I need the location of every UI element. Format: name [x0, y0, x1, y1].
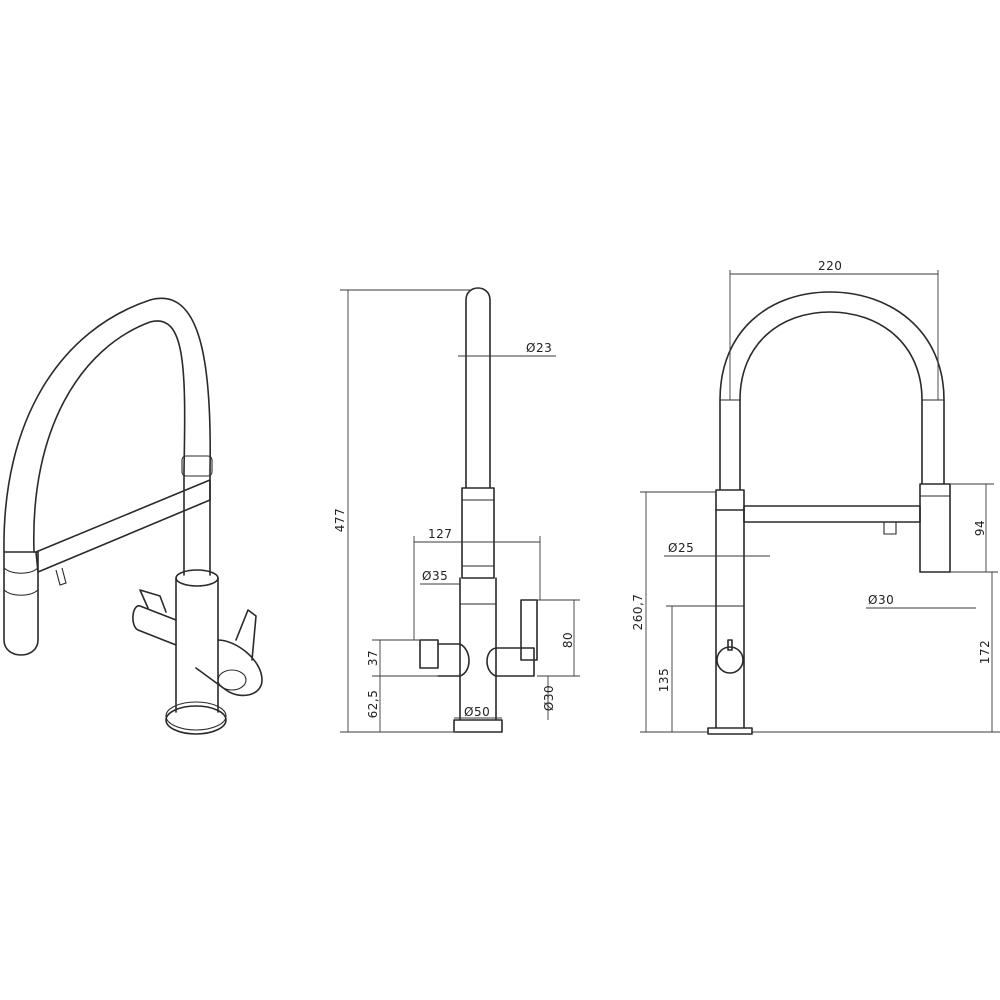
dim-spout-diameter: Ø23: [526, 341, 552, 355]
iso-lever-left: [132, 605, 177, 646]
front-handle-left: [419, 639, 439, 669]
front-handle-right: [520, 599, 538, 661]
side-base: [707, 727, 753, 735]
front-view: 477 Ø23 127 Ø35 80 Ø30 37 62,5 Ø50: [333, 287, 580, 733]
dim-handle-offset: 37: [366, 650, 380, 666]
front-base: [453, 719, 503, 733]
side-spray-head: [919, 483, 951, 573]
dim-side-height: 260,7: [631, 594, 645, 631]
dim-reach-width: 220: [818, 259, 842, 273]
side-collar: [715, 489, 745, 511]
iso-hose-outer: [3, 297, 212, 553]
iso-lever-right: [195, 639, 263, 697]
iso-spray-head: [3, 551, 39, 656]
side-hose-inner: [739, 311, 923, 401]
dim-handle-diameter: Ø35: [422, 569, 448, 583]
iso-hose-collar: [181, 455, 213, 477]
dim-spout-clearance: 172: [978, 640, 992, 664]
front-collar: [461, 487, 495, 579]
dim-spray-diameter: Ø30: [868, 593, 894, 607]
dim-hose-diameter: Ø25: [668, 541, 694, 555]
dim-height-total: 477: [333, 508, 347, 532]
dim-handle-base-height: 62,5: [366, 690, 380, 719]
dim-base-diameter: Ø50: [464, 705, 490, 719]
dim-handle-span: 127: [428, 527, 452, 541]
dim-body-height: 135: [657, 668, 671, 692]
isometric-view: [3, 297, 263, 735]
side-holder-arm: [743, 505, 921, 523]
side-lever-knob: [716, 646, 744, 674]
side-hose-outer: [719, 291, 945, 401]
side-view: 220 Ø25 94 Ø30 260,7 135 172: [631, 259, 1000, 735]
dim-handle-height: 80: [561, 632, 575, 648]
front-body: [459, 577, 497, 721]
dim-lever-diameter: Ø30: [542, 685, 556, 711]
front-spout: [465, 287, 491, 491]
iso-hose-inner: [33, 320, 186, 553]
iso-base: [165, 705, 227, 735]
iso-column: [175, 577, 219, 713]
side-body: [715, 509, 745, 729]
dim-spray-length: 94: [973, 520, 987, 536]
